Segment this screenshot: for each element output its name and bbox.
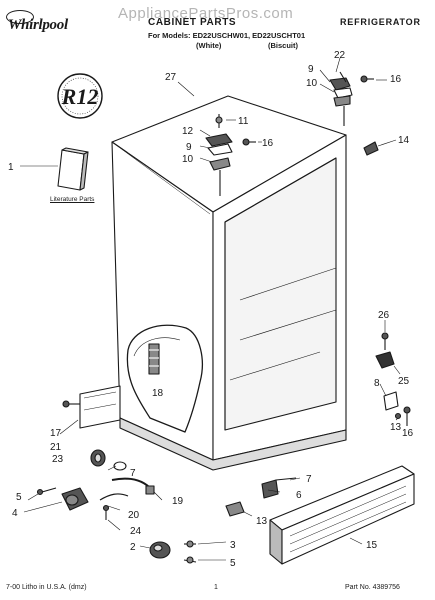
callout-1: 1 <box>8 162 14 173</box>
callout-11: 11 <box>238 116 249 127</box>
brand-logo: Whirlpool <box>8 17 68 33</box>
footer-part-number: Part No. 4389756 <box>345 584 400 591</box>
callout-20: 20 <box>128 510 140 521</box>
mid-hinge-screw <box>242 138 256 146</box>
r12-stamp: R12 <box>57 73 103 119</box>
callout-12: 12 <box>182 126 194 137</box>
callout-4: 4 <box>12 508 18 519</box>
model-numbers: For Models: ED22USCHW01, ED22USCHT01 <box>148 31 306 40</box>
callout-3: 3 <box>230 540 236 551</box>
callout-19: 19 <box>172 496 184 507</box>
callout-5: 5 <box>16 492 22 503</box>
footer-print-info: 7-00 Litho in U.S.A. (dmz) <box>6 584 87 591</box>
leader-lines <box>20 57 401 561</box>
callout-9b: 9 <box>186 142 192 153</box>
category-label: REFRIGERATOR <box>340 17 421 27</box>
callout-7: 7 <box>130 468 136 479</box>
callout-23: 23 <box>52 454 64 465</box>
leveling-foot <box>36 487 89 511</box>
hinge-screw-right <box>360 75 374 83</box>
watermark: AppliancePartsPros.com <box>118 5 294 22</box>
callout-22: 22 <box>334 50 346 61</box>
callout-25: 25 <box>398 376 410 387</box>
callout-26: 26 <box>378 310 390 321</box>
callout-6: 6 <box>296 490 302 501</box>
callout-2: 2 <box>130 542 136 553</box>
callout-16c: 16 <box>402 428 414 439</box>
callout-16b: 16 <box>262 138 274 149</box>
callout-5b: 5 <box>230 558 236 569</box>
brand-logo-ring <box>6 10 34 24</box>
callout-7b: 7 <box>306 474 312 485</box>
callout-27: 27 <box>165 72 177 83</box>
callout-17: 17 <box>50 428 62 439</box>
callout-numbers: 27 22 9 10 16 11 12 9 16 10 14 1 26 25 8… <box>8 50 414 569</box>
footer-page-number: 1 <box>214 584 218 591</box>
roller-left <box>90 449 127 471</box>
callout-9: 9 <box>308 64 314 75</box>
callout-14: 14 <box>398 135 410 146</box>
rear-roller <box>149 540 197 564</box>
top-hinge-right <box>329 71 353 126</box>
variant-biscuit: (Biscuit) <box>268 41 298 50</box>
literature-parts-booklet <box>57 147 89 191</box>
callout-13b: 13 <box>256 516 268 527</box>
cabinet-shell <box>111 95 347 471</box>
drain-tube <box>99 477 155 520</box>
callout-21: 21 <box>50 442 62 453</box>
callout-13: 13 <box>390 422 402 433</box>
clip-14 <box>363 141 379 156</box>
bracket-13 <box>225 501 245 517</box>
variant-white: (White) <box>196 41 222 50</box>
callout-18: 18 <box>152 388 164 399</box>
callout-24: 24 <box>130 526 142 537</box>
toe-grille <box>269 465 415 565</box>
callout-8: 8 <box>374 378 380 389</box>
mid-hinge <box>205 114 233 196</box>
coil-spring <box>148 343 160 375</box>
bracket-6 <box>261 477 297 499</box>
side-cutout <box>126 324 203 433</box>
callout-10b: 10 <box>182 154 194 165</box>
literature-parts-label: Literature Parts <box>50 196 95 203</box>
lower-left-bracket <box>62 385 121 429</box>
r12-text: R12 <box>61 84 99 109</box>
page-title: CABINET PARTS <box>148 17 237 28</box>
callout-15: 15 <box>366 540 378 551</box>
callout-16: 16 <box>390 74 402 85</box>
callout-10: 10 <box>306 78 318 89</box>
bottom-hinge-right <box>375 332 411 426</box>
